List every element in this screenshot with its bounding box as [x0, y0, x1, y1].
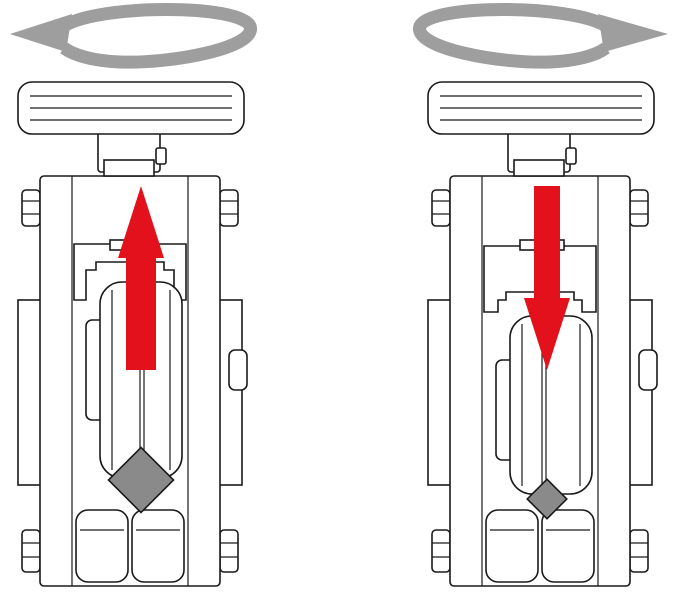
rotate-ccw-arrow-icon [10, 3, 257, 69]
wedge-block [526, 478, 568, 520]
panel-left [10, 3, 257, 587]
motion-down-arrow-icon [524, 186, 570, 370]
rotate-cw-arrow-icon [413, 3, 668, 69]
panel-right [413, 3, 668, 587]
wedge-block [107, 446, 175, 514]
motion-up-arrow-icon [118, 186, 164, 370]
